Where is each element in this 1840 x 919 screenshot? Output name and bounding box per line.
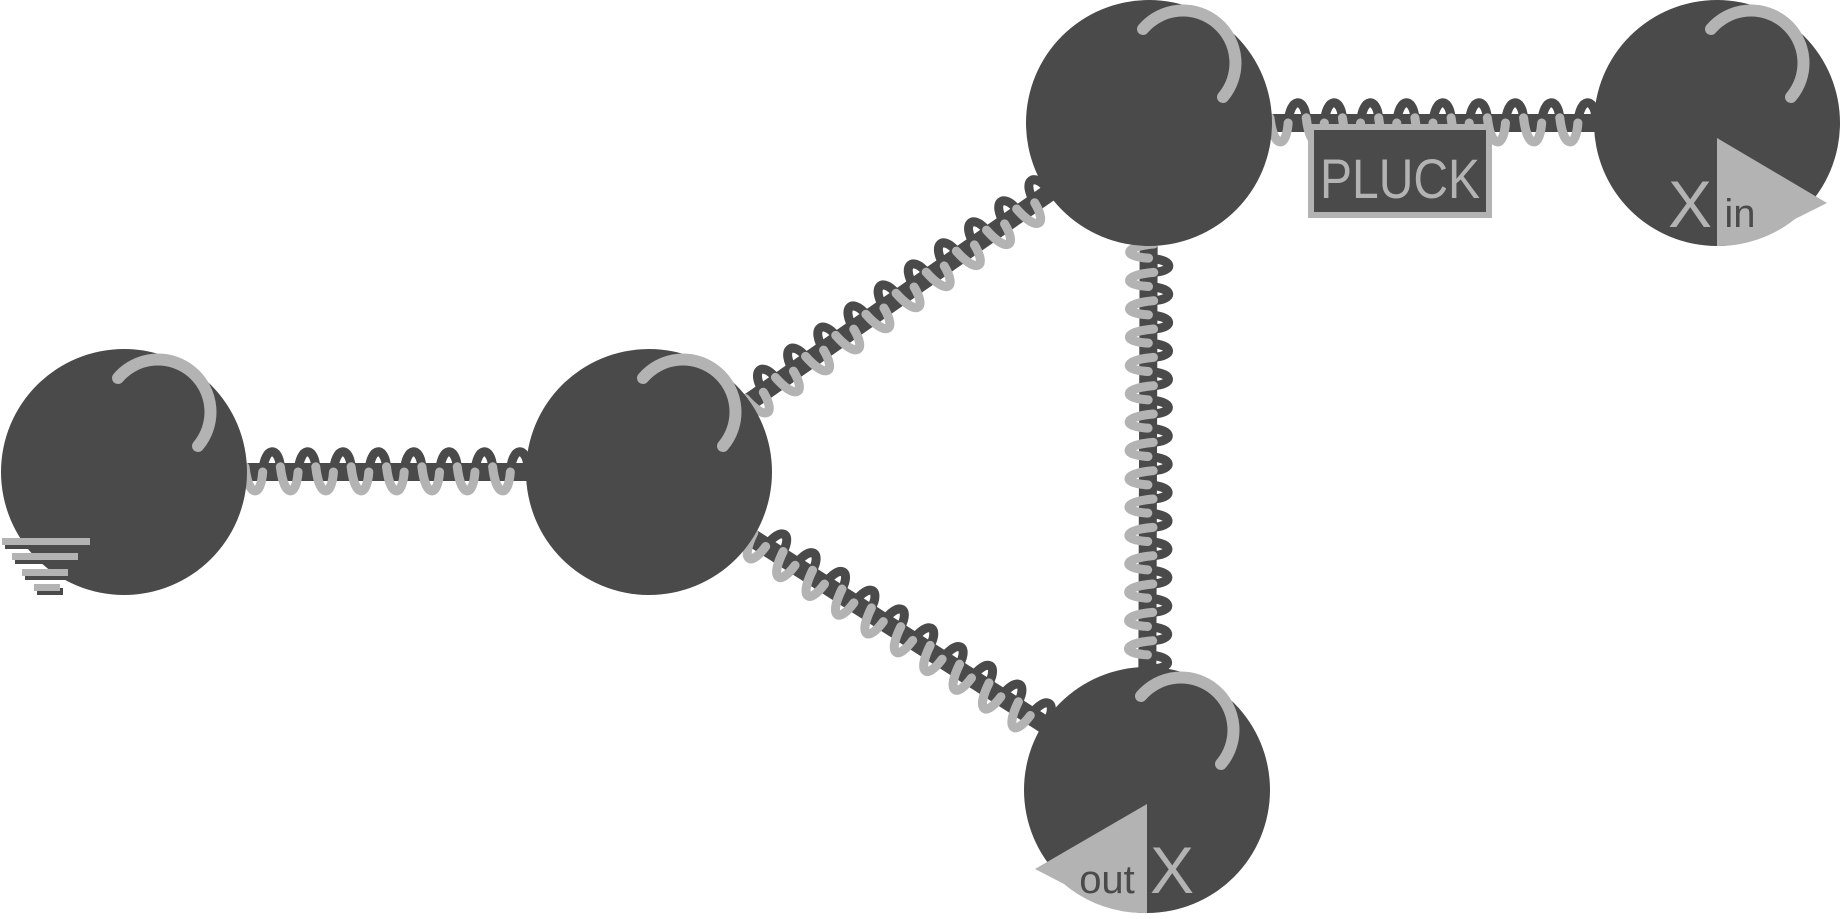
highlight-arc bbox=[637, 353, 742, 452]
labels-layer: PLUCK X in out X bbox=[1079, 124, 1756, 907]
spring-middle-output bbox=[741, 526, 1056, 736]
input-sub-text: in bbox=[1724, 192, 1755, 236]
input-label: X in bbox=[1668, 167, 1756, 241]
mass-body bbox=[1, 349, 247, 595]
highlight-arc bbox=[1705, 4, 1810, 103]
mass-ground[interactable] bbox=[1, 349, 247, 595]
spring-coil-front bbox=[742, 528, 1035, 733]
input-x-text: X bbox=[1668, 167, 1712, 241]
spring-coil-back bbox=[1283, 98, 1601, 128]
spring-coil-front bbox=[240, 462, 515, 496]
mass-input[interactable] bbox=[1594, 0, 1840, 247]
highlight-arc bbox=[1137, 4, 1242, 103]
spring-middle-top bbox=[738, 175, 1060, 418]
springs-layer bbox=[239, 98, 1602, 736]
mass-middle[interactable] bbox=[526, 349, 772, 595]
pluck-text: PLUCK bbox=[1320, 147, 1480, 210]
mass-body bbox=[526, 349, 772, 595]
mass-output[interactable] bbox=[1024, 667, 1270, 914]
highlight-arc bbox=[1135, 671, 1240, 770]
spring-ground-middle bbox=[239, 447, 534, 496]
output-label: out X bbox=[1079, 833, 1194, 907]
mass-top[interactable] bbox=[1026, 0, 1272, 246]
spring-coil-back bbox=[753, 175, 1052, 397]
pluck-label[interactable]: PLUCK bbox=[1308, 124, 1492, 218]
spring-coil-back bbox=[258, 447, 533, 477]
output-triangle-icon bbox=[1035, 804, 1147, 914]
mass-body bbox=[1026, 0, 1272, 246]
spring-coil-back bbox=[761, 529, 1056, 725]
ground-icon bbox=[2, 538, 93, 595]
output-sub-text: out bbox=[1079, 858, 1135, 902]
spring-top-output bbox=[1124, 237, 1174, 676]
highlight-arc bbox=[112, 353, 217, 452]
spring-coil-front bbox=[740, 198, 1046, 418]
spring-coil-front bbox=[1124, 239, 1159, 660]
spring-coil-back bbox=[1142, 253, 1174, 674]
input-triangle-icon bbox=[1717, 138, 1827, 247]
output-x-text: X bbox=[1150, 833, 1194, 907]
